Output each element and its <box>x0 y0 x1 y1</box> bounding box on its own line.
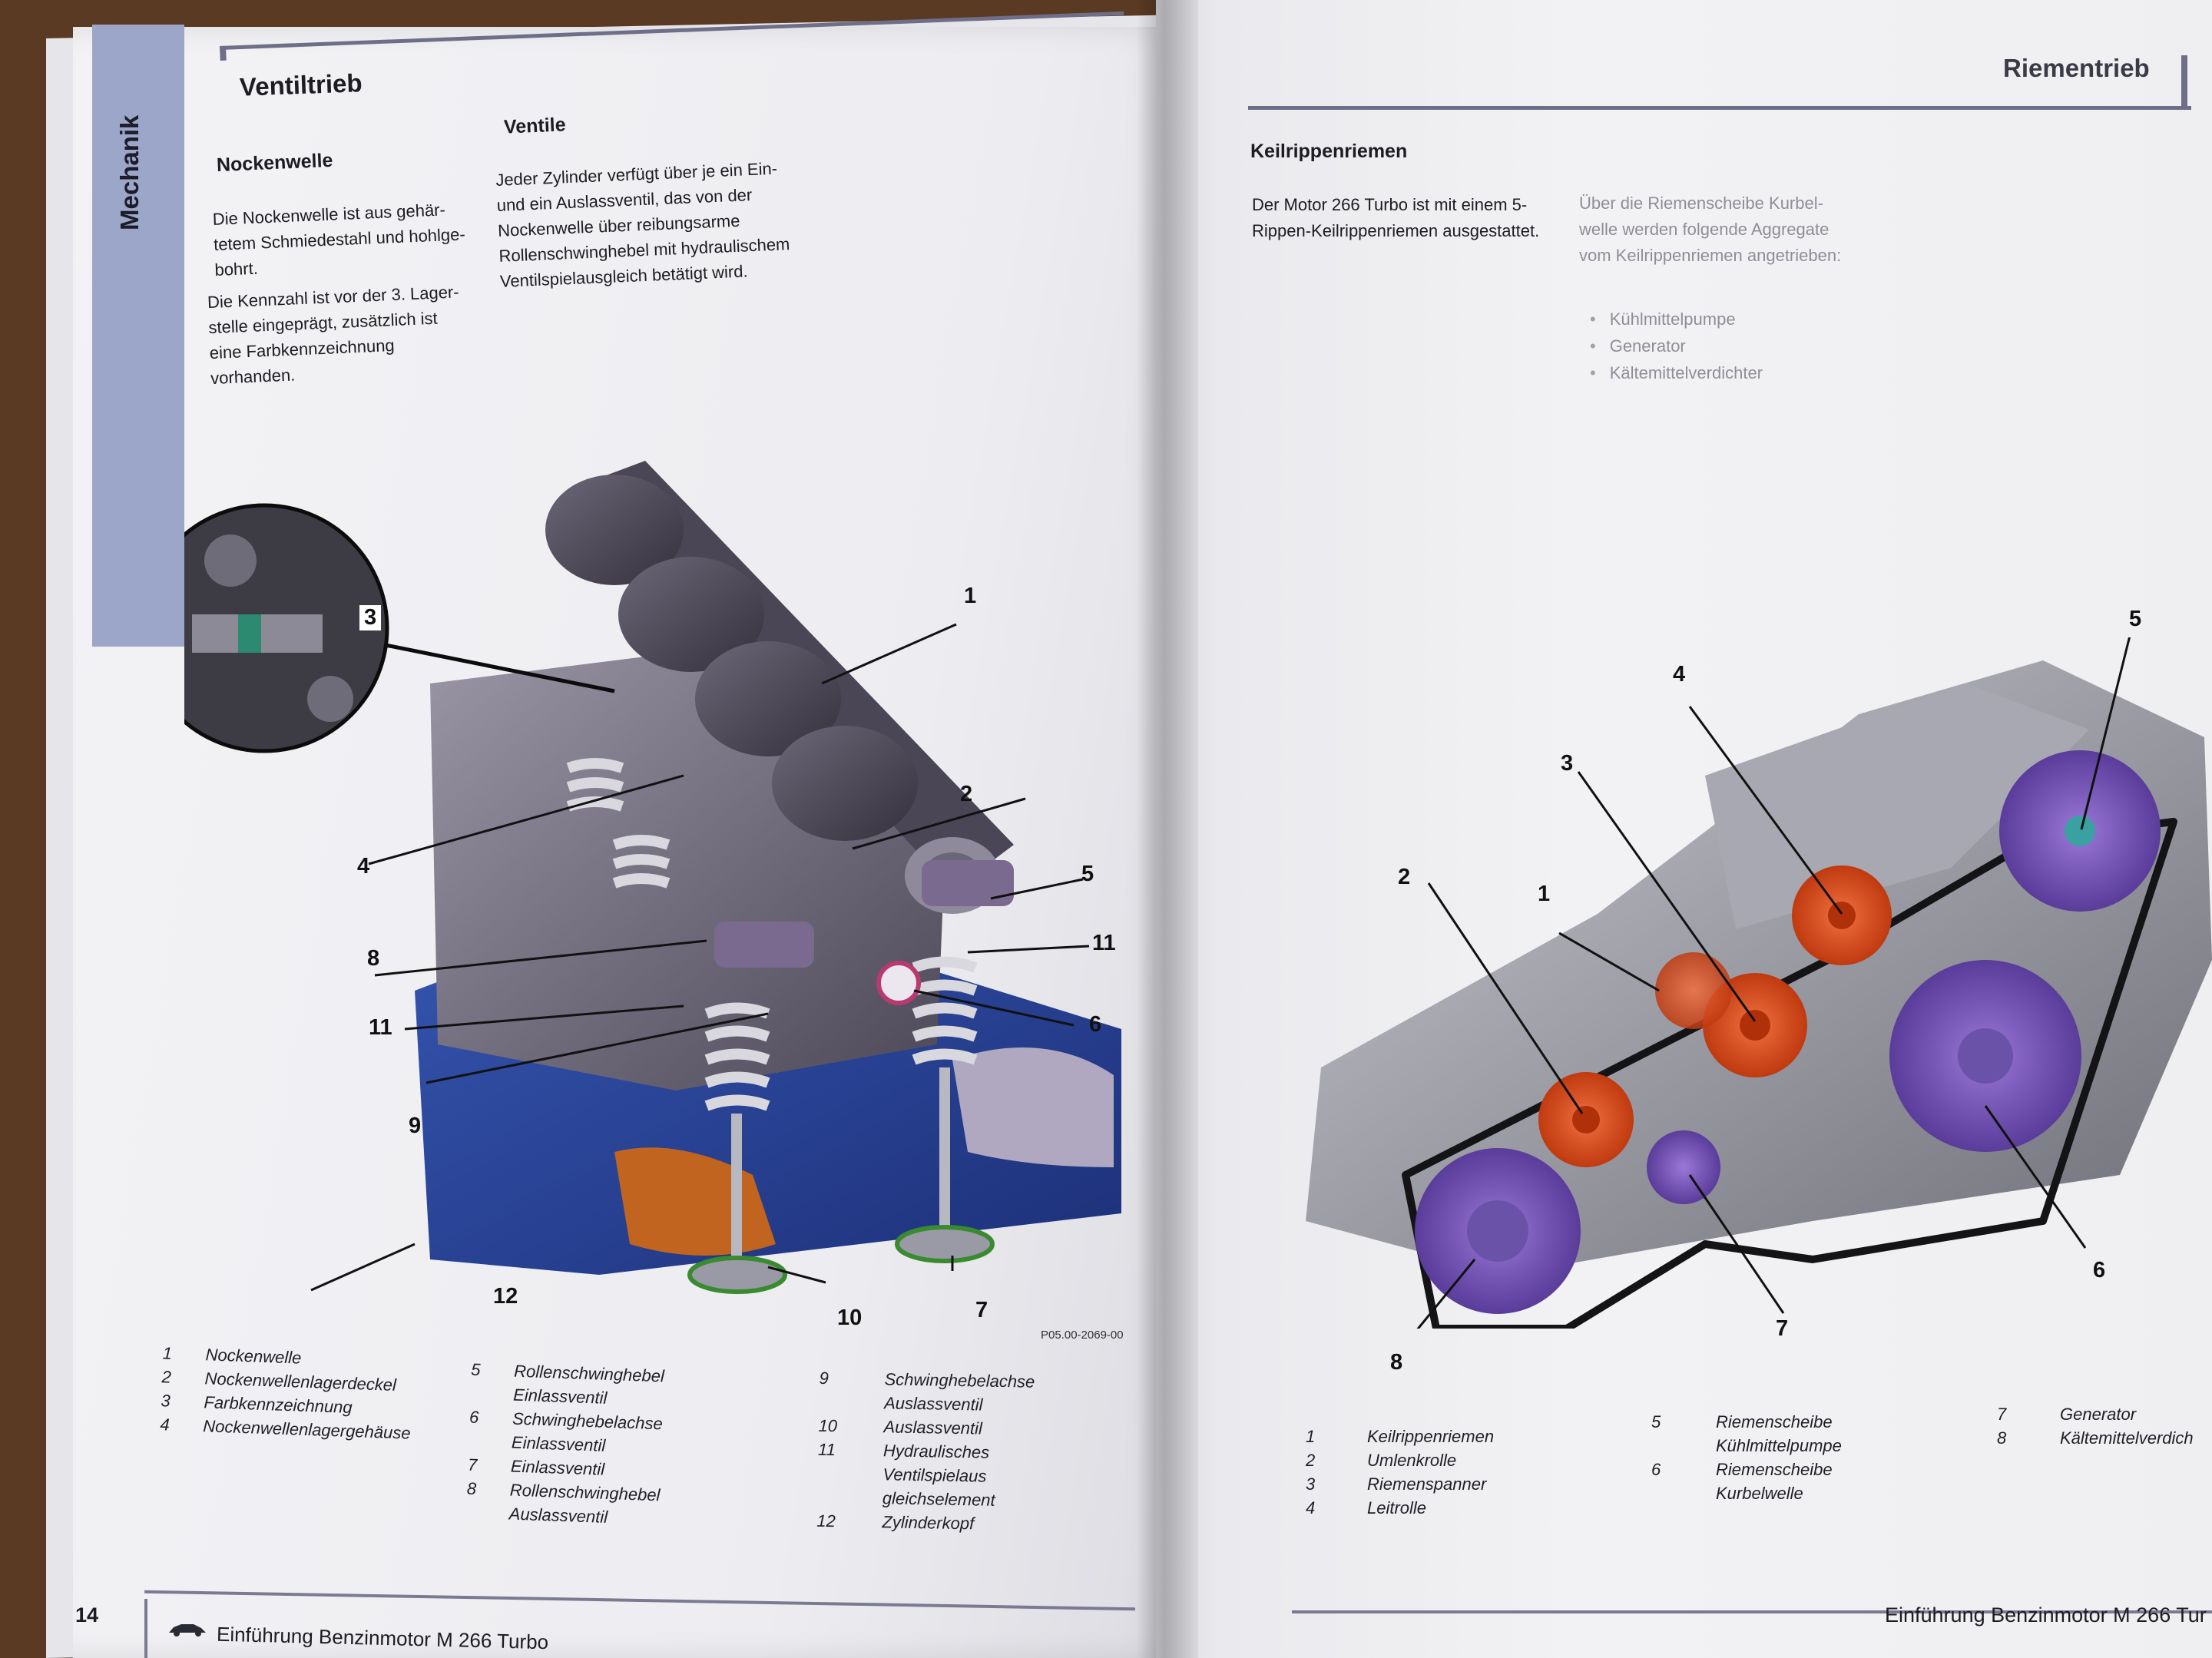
callout-2: 2 <box>960 782 973 806</box>
valvetrain-figure <box>184 461 1121 1294</box>
legend-num: 6 <box>1651 1460 1661 1479</box>
para-ventile: Jeder Zylinder verfügt über je ein Ein- … <box>495 158 790 291</box>
legend-right-col3: 7 Generator 8 Kältemittelverdich <box>1997 1402 2194 1450</box>
callout-9: 9 <box>409 1114 422 1138</box>
legend-label: Riemenspanner <box>1367 1474 1487 1494</box>
heading-keilrippenriemen: Keilrippenriemen <box>1250 141 1408 162</box>
para-nockenwelle-2: Die Kennzahl ist vor der 3. Lager­stelle… <box>207 282 460 389</box>
callout-8: 8 <box>367 946 380 971</box>
callout-r7: 7 <box>1776 1316 1789 1341</box>
page-title-right: Riementrieb <box>2003 54 2150 82</box>
legend-num: 3 <box>161 1391 171 1411</box>
legend-num: 2 <box>161 1367 172 1387</box>
legend-num: 1 <box>1306 1427 1316 1446</box>
legend-num: 12 <box>816 1511 836 1531</box>
legend-num: 8 <box>1997 1428 2007 1448</box>
book-spine <box>1137 0 1198 1658</box>
pulley-guide <box>1792 865 1892 965</box>
list-item: Generator <box>1590 333 1763 359</box>
callout-6: 6 <box>1089 1012 1102 1037</box>
legend-left-col2: 5 Rollenschwinghebel Einlassventil 6 Schwi… <box>465 1358 664 1531</box>
list-item: Kältemittelverdichter <box>1590 359 1763 386</box>
legend-num: 4 <box>1306 1498 1316 1517</box>
para-keilrippenriemen-1: Der Motor 266 Turbo ist mit einem 5-Ripp… <box>1252 195 1540 240</box>
legend-num: 3 <box>1306 1474 1316 1494</box>
legend-num: 10 <box>818 1415 838 1436</box>
heading-ventile: Ventile <box>503 114 567 138</box>
legend-num: 8 <box>466 1478 477 1498</box>
footer-title-right: Einführung Benzinmotor M 266 Tur <box>1885 1603 2207 1627</box>
legend-label: Umlenkrolle <box>1367 1451 1457 1470</box>
para-keilrippenriemen-2: Über die Riemenscheibe Kurbel­welle werd… <box>1579 194 1842 265</box>
page-number: 14 <box>75 1603 99 1627</box>
callout-10: 10 <box>837 1306 863 1330</box>
generator <box>1647 1130 1720 1204</box>
callout-12: 12 <box>493 1284 518 1309</box>
legend-label: Einlassventil <box>510 1456 605 1479</box>
legend-num: 7 <box>467 1454 478 1475</box>
pulley-compressor <box>1415 1148 1581 1314</box>
para-nockenwelle-1: Die Nockenwelle ist aus gehär­tetem Schm… <box>212 200 466 280</box>
legend-num: 7 <box>1997 1405 2007 1424</box>
side-tab <box>92 25 184 647</box>
aggregate-list: Kühlmittelpumpe Generator Kältemittelver… <box>1590 306 1763 386</box>
footer-rule-right <box>1292 1610 2212 1613</box>
legend-right-col2: 5 Riemenscheibe Kühlmittelpumpe 6 Riemensc… <box>1651 1410 1842 1505</box>
legend-num: 11 <box>817 1439 836 1460</box>
callout-3: 3 <box>359 605 382 630</box>
legend-right-col1: 1 Keilrippenriemen 2 Umlenkrolle 3 Riemensp… <box>1306 1425 1494 1520</box>
pulley-crankshaft <box>1889 960 2081 1152</box>
legend-label: Rollenschwinghebel Einlassventil <box>512 1361 665 1408</box>
callout-r1: 1 <box>1538 882 1551 906</box>
callout-r3: 3 <box>1561 751 1574 776</box>
legend-label: Kältemittelverdich <box>2060 1428 2194 1448</box>
belt <box>1402 818 2177 1329</box>
callout-5: 5 <box>1081 862 1094 886</box>
callout-r5: 5 <box>2129 607 2142 631</box>
legend-label: Nockenwelle <box>205 1345 302 1368</box>
legend-label: Schwinghebelachse Auslassventil <box>883 1369 1035 1415</box>
side-tab-label: Mechanik <box>115 114 144 230</box>
callout-4: 4 <box>357 854 370 879</box>
belt-drive-figure <box>1306 637 2212 1329</box>
callout-7: 7 <box>975 1298 988 1322</box>
legend-label: Schwinghebelachse Einlassventil <box>511 1408 664 1455</box>
figure-code: P05.00-2069-00 <box>1041 1329 1124 1342</box>
legend-label: Leitrolle <box>1367 1498 1427 1517</box>
legend-label: Hydraulisches Ventilspielaus­ gleichsele… <box>882 1441 995 1510</box>
legend-num: 2 <box>1306 1451 1316 1470</box>
callout-11b: 11 <box>369 1015 392 1040</box>
legend-num: 5 <box>470 1359 482 1380</box>
pulley-idler <box>1538 1072 1634 1167</box>
legend-num: 9 <box>819 1368 830 1388</box>
callout-11a: 11 <box>1092 931 1116 955</box>
legend-left-col3: 9 Schwinghebelachse Auslassventil 10 Ausla… <box>816 1366 1099 1537</box>
legend-label: Riemenscheibe Kurbelwelle <box>1716 1460 1833 1503</box>
legend-label: Auslassventil <box>883 1417 983 1438</box>
legend-label: Rollenschwinghebel Auslassventil <box>508 1480 661 1527</box>
legend-num: 5 <box>1651 1412 1661 1431</box>
legend-num: 1 <box>162 1343 173 1363</box>
legend-num: 6 <box>469 1407 479 1428</box>
title-rule-right-end <box>2181 55 2187 106</box>
callout-r4: 4 <box>1673 662 1686 687</box>
legend-label: Generator <box>2060 1405 2137 1424</box>
callout-1: 1 <box>964 584 977 608</box>
car-icon <box>169 1624 206 1636</box>
legend-label: Riemenscheibe Kühlmittelpumpe <box>1716 1412 1842 1455</box>
callout-r2: 2 <box>1398 865 1411 889</box>
legend-label: Zylinderkopf <box>882 1512 975 1534</box>
list-item: Kühlmittelpumpe <box>1590 306 1763 333</box>
pulley-water-pump <box>1999 750 2161 912</box>
legend-label: Keilrippenriemen <box>1367 1427 1495 1446</box>
title-rule-right <box>1248 106 2191 110</box>
callout-r8: 8 <box>1390 1350 1403 1375</box>
page-title-left: Ventiltrieb <box>239 68 363 101</box>
footer-bracket-left <box>144 1599 155 1658</box>
legend-num: 4 <box>160 1415 171 1435</box>
callout-r6: 6 <box>2093 1258 2106 1282</box>
